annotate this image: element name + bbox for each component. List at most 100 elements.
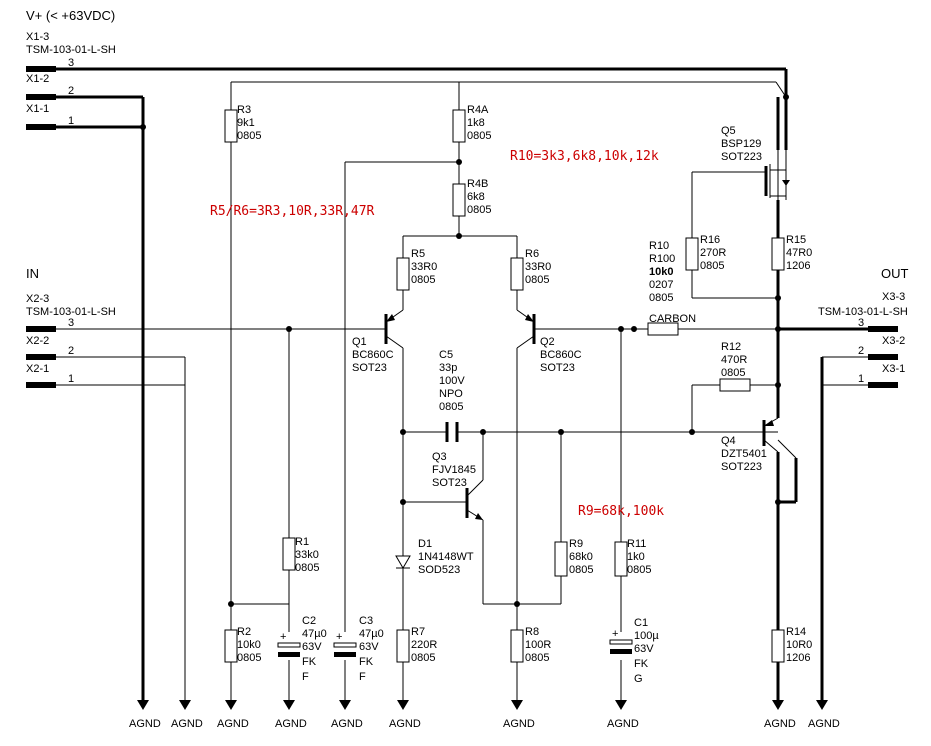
agnd-label: AGND — [275, 718, 307, 730]
agnd-label: AGND — [764, 718, 796, 730]
x2-pin3-label: X2-3 — [26, 293, 49, 305]
r15-body — [771, 237, 785, 271]
x1-pin1-label: X1-1 — [26, 103, 49, 115]
svg-text:0805: 0805 — [237, 652, 261, 664]
pin-number: 2 — [858, 345, 864, 357]
label-r16: R16 270R 0805 — [700, 234, 726, 272]
junction-dots — [140, 94, 789, 607]
svg-text:100R: 100R — [525, 639, 551, 651]
svg-text:10k0: 10k0 — [237, 639, 261, 651]
r5-body — [396, 257, 410, 291]
svg-text:0805: 0805 — [525, 274, 549, 286]
svg-text:R10: R10 — [649, 240, 669, 252]
in-label: IN — [26, 266, 39, 281]
r4a-body — [452, 109, 466, 143]
svg-text:R6: R6 — [525, 248, 539, 260]
svg-text:0805: 0805 — [467, 130, 491, 142]
svg-text:0805: 0805 — [627, 564, 651, 576]
ground-icon — [339, 700, 351, 710]
pin-number: 1 — [858, 373, 864, 385]
svg-text:Q4: Q4 — [721, 435, 736, 447]
agnd-label: AGND — [217, 718, 249, 730]
svg-text:33R0: 33R0 — [525, 261, 551, 273]
ground-icon — [816, 700, 828, 710]
label-c2: C2 47µ0 63V FK F — [302, 615, 327, 683]
pin-number: 3 — [858, 317, 864, 329]
svg-text:R16: R16 — [700, 234, 720, 246]
label-r4a: R4A 1k8 0805 — [467, 104, 491, 142]
x1-pin2-label: X1-2 — [26, 73, 49, 85]
svg-text:47µ0: 47µ0 — [302, 628, 327, 640]
svg-text:1N4148WT: 1N4148WT — [418, 551, 474, 563]
r4b-body — [452, 183, 466, 217]
svg-text:R5: R5 — [411, 248, 425, 260]
x3-part-label: TSM-103-01-L-SH — [818, 306, 908, 318]
svg-text:SOT223: SOT223 — [721, 151, 762, 163]
label-q4: Q4 DZT5401 SOT223 — [721, 435, 767, 473]
svg-text:SOT23: SOT23 — [352, 362, 387, 374]
svg-text:10R0: 10R0 — [786, 639, 812, 651]
note-r5-r6: R5/R6=3R3,10R,33R,47R — [210, 204, 375, 219]
r11-body — [614, 541, 628, 577]
resistor-bodies — [224, 109, 785, 663]
svg-text:100µ: 100µ — [634, 630, 659, 642]
label-r5: R5 33R0 0805 — [411, 248, 437, 286]
svg-text:R14: R14 — [786, 626, 806, 638]
connector-pins — [26, 66, 898, 388]
x2-pin2-label: X2-2 — [26, 335, 49, 347]
x3-pin1-label: X3-1 — [882, 363, 905, 375]
svg-text:270R: 270R — [700, 247, 726, 259]
agnd-label: AGND — [503, 718, 535, 730]
power-wires — [56, 69, 868, 700]
svg-text:R4B: R4B — [467, 178, 488, 190]
svg-text:0805: 0805 — [411, 274, 435, 286]
pin-number: 3 — [68, 57, 74, 69]
ground-icon — [283, 700, 295, 710]
svg-text:0207: 0207 — [649, 279, 673, 291]
svg-text:D1: D1 — [418, 538, 432, 550]
ground-icon — [511, 700, 523, 710]
svg-text:C1: C1 — [634, 617, 648, 629]
ground-symbols — [137, 700, 828, 710]
svg-text:SOT223: SOT223 — [721, 461, 762, 473]
svg-text:FK: FK — [359, 656, 374, 668]
svg-text:SOT23: SOT23 — [432, 477, 467, 489]
svg-text:SOD523: SOD523 — [418, 564, 460, 576]
svg-text:0805: 0805 — [525, 652, 549, 664]
label-r15: R15 47R0 1206 — [786, 234, 812, 272]
ground-icon — [179, 700, 191, 710]
svg-text:FK: FK — [302, 656, 317, 668]
svg-text:470R: 470R — [721, 354, 747, 366]
svg-text:47µ0: 47µ0 — [359, 628, 384, 640]
svg-text:0805: 0805 — [569, 564, 593, 576]
r16-body — [685, 237, 699, 271]
svg-text:R1: R1 — [295, 536, 309, 548]
label-r6: R6 33R0 0805 — [525, 248, 551, 286]
ground-icon — [615, 700, 627, 710]
agnd-label: AGND — [607, 718, 639, 730]
ground-labels: AGND AGND AGND AGND AGND AGND AGND AGND … — [129, 718, 840, 730]
ground-icon — [137, 700, 149, 710]
label-q2: Q2 BC860C SOT23 — [540, 336, 582, 374]
label-q5: Q5 BSP129 SOT223 — [721, 125, 762, 163]
x3-pin2-label: X3-2 — [882, 335, 905, 347]
label-r4b: R4B 6k8 0805 — [467, 178, 491, 216]
label-r11: R11 1k0 0805 — [627, 538, 651, 576]
svg-text:0805: 0805 — [467, 204, 491, 216]
agnd-label: AGND — [129, 718, 161, 730]
svg-text:33k0: 33k0 — [295, 549, 319, 561]
agnd-label: AGND — [331, 718, 363, 730]
label-r10: R10 R100 10k0 0207 0805 CARBON — [649, 240, 696, 325]
svg-text:63V: 63V — [302, 641, 322, 653]
r6-body — [510, 257, 524, 291]
supply-title: V+ (< +63VDC) — [26, 8, 115, 23]
svg-text:Q3: Q3 — [432, 451, 447, 463]
x3-pin3-label: X3-3 — [882, 291, 905, 303]
svg-text:FK: FK — [634, 658, 649, 670]
svg-text:R2: R2 — [237, 626, 251, 638]
svg-text:F: F — [302, 671, 309, 683]
label-r8: R8 100R 0805 — [525, 626, 551, 664]
svg-text:1206: 1206 — [786, 260, 810, 272]
svg-text:6k8: 6k8 — [467, 191, 485, 203]
pin-number: 2 — [68, 345, 74, 357]
